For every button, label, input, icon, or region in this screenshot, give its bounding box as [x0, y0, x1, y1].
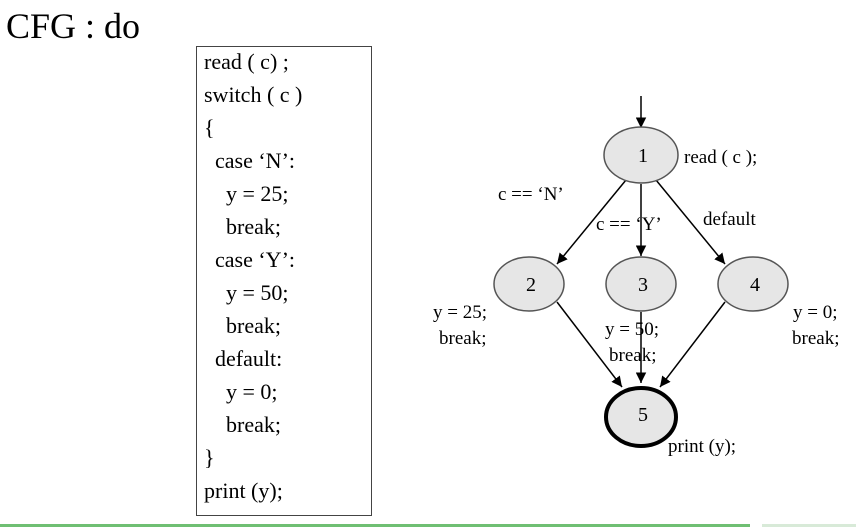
code-line: print (y); — [204, 478, 283, 503]
code-listing: read ( c) ; switch ( c ) { case ‘N’: y =… — [196, 46, 372, 516]
footer-rule-faded — [762, 524, 856, 527]
node-2-annotation-line: break; — [439, 328, 486, 349]
slide-title: CFG : do — [6, 6, 141, 46]
node-4-annotation-line: y = 0; — [793, 302, 838, 323]
code-line: default: — [204, 346, 283, 371]
node-4-annotation-line: break; — [792, 328, 839, 349]
code-line: break; — [204, 412, 281, 437]
node-5-exit — [604, 386, 678, 448]
code-line: { — [204, 115, 215, 140]
node-1 — [603, 126, 679, 184]
node-4 — [717, 256, 789, 312]
node-3-annotation-line: y = 50; — [605, 319, 659, 340]
node-2 — [493, 256, 565, 312]
node-2-annotation-line: y = 25; — [433, 302, 487, 323]
node-5-label: 5 — [638, 404, 648, 426]
node-2-label: 2 — [526, 274, 536, 296]
code-line: switch ( c ) — [204, 82, 303, 107]
code-line: y = 25; — [204, 181, 289, 206]
node-3-label: 3 — [638, 274, 648, 296]
edge-label-default: default — [703, 209, 756, 230]
code-line: break; — [204, 214, 281, 239]
node-5-annotation: print (y); — [668, 436, 736, 457]
edge-label-case-y: c == ‘Y’ — [596, 214, 662, 235]
edge-1-to-4 — [655, 179, 726, 265]
code-line: } — [204, 445, 215, 470]
node-4-label: 4 — [750, 274, 760, 296]
edge-2-to-5 — [556, 301, 623, 388]
code-line: case ‘Y’: — [204, 247, 296, 272]
code-line: break; — [204, 313, 281, 338]
edge-1-to-2 — [556, 179, 627, 265]
node-1-annotation: read ( c ); — [684, 147, 757, 168]
node-3 — [605, 256, 677, 312]
edge-4-to-5 — [659, 301, 726, 388]
edge-label-case-n: c == ‘N’ — [498, 184, 564, 205]
code-line: y = 50; — [204, 280, 289, 305]
code-line: y = 0; — [204, 379, 278, 404]
node-1-label: 1 — [638, 145, 648, 167]
code-line: read ( c) ; — [204, 49, 289, 74]
code-line: case ‘N’: — [204, 148, 296, 173]
footer-rule — [0, 524, 750, 527]
node-3-annotation-line: break; — [609, 345, 656, 366]
